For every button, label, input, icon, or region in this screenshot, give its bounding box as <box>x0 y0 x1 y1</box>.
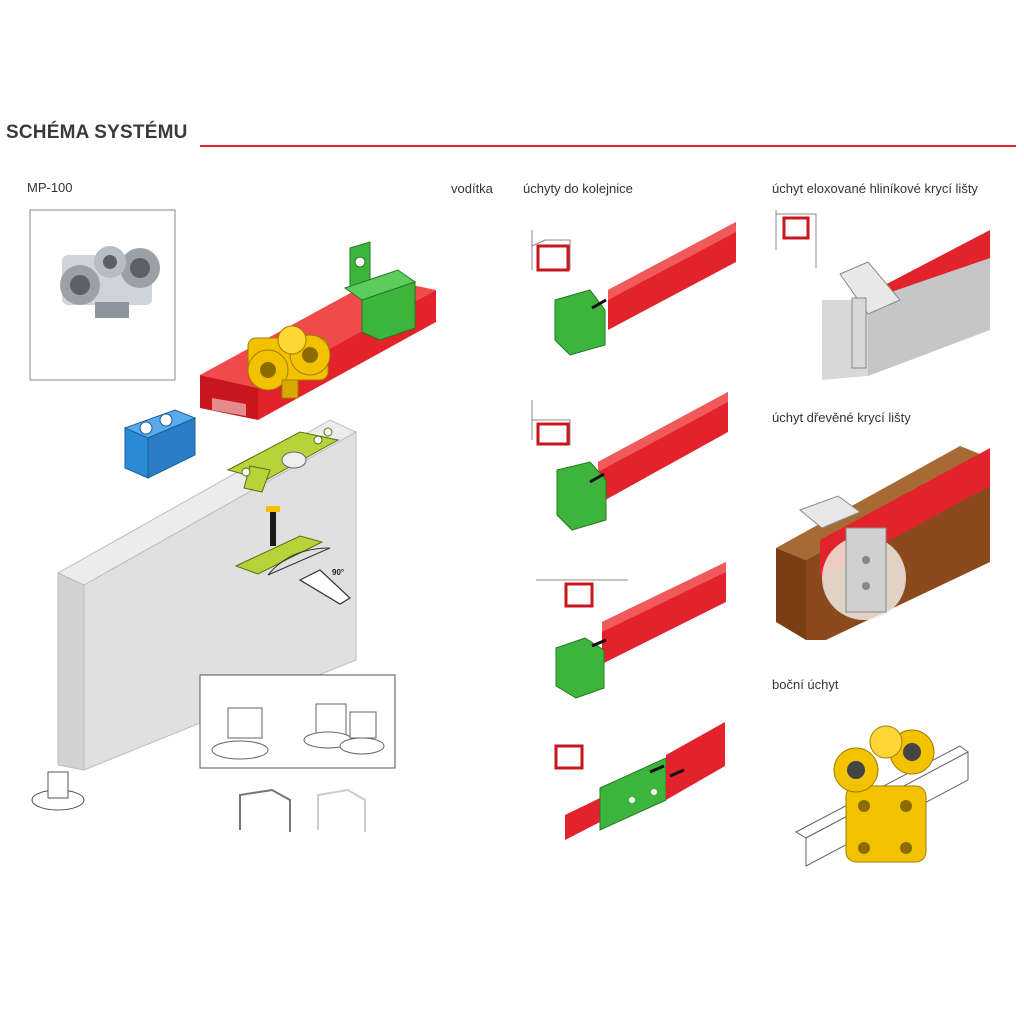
anodized-cover-mount <box>775 210 990 380</box>
side-mount <box>794 725 969 867</box>
product-photo <box>29 209 176 381</box>
angle-annotation: 90° <box>332 568 344 577</box>
carriage-photo-icon <box>60 246 160 318</box>
profile-outlines <box>239 788 366 832</box>
carriage <box>247 325 331 399</box>
label-wood-cover-mount: úchyt dřevěné krycí lišty <box>772 410 911 425</box>
label-rail-mounts: úchyty do kolejnice <box>523 181 633 196</box>
rail-mount-2 <box>531 392 728 531</box>
guide-detail-inset <box>199 674 396 769</box>
rail-bracket <box>343 241 417 341</box>
label-model: MP-100 <box>27 180 73 195</box>
rail-connector <box>554 722 725 840</box>
label-guide: vodítka <box>451 181 493 196</box>
rail-mount-1 <box>531 222 736 356</box>
label-anodized-cover-mount: úchyt eloxované hliníkové krycí lišty <box>772 181 978 196</box>
floor-guide <box>31 771 85 811</box>
rail-mount-3 <box>536 562 726 699</box>
bolt-plate <box>234 506 351 605</box>
page-title: SCHÉMA SYSTÉMU <box>6 122 188 143</box>
stopper <box>123 409 197 479</box>
title-divider <box>200 145 1016 147</box>
wooden-cover-mount <box>776 446 990 640</box>
mounting-plate <box>226 427 340 493</box>
label-side-mount: boční úchyt <box>772 677 839 692</box>
